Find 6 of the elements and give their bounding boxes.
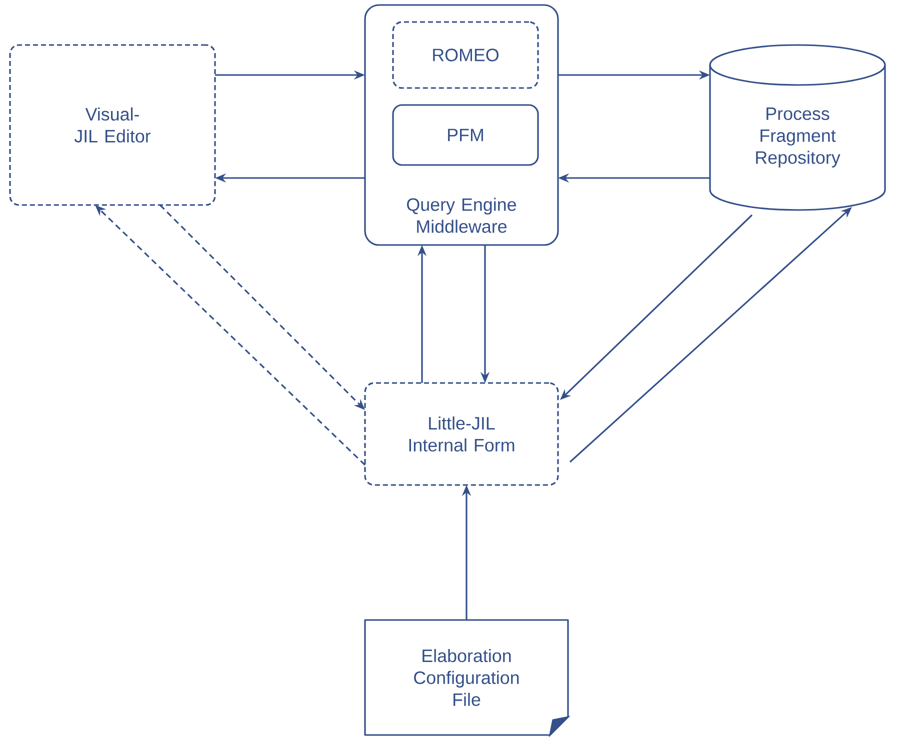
process-box: PFM	[392, 104, 539, 166]
repository-cylinder: Process Fragment Repository	[709, 44, 886, 211]
process-box: ROMEO	[392, 21, 539, 89]
node-label: Process Fragment Repository	[756, 108, 840, 168]
process-box: Visual-JIL Editor	[9, 44, 216, 206]
process-box: Little-JIL Internal Form	[364, 382, 559, 486]
